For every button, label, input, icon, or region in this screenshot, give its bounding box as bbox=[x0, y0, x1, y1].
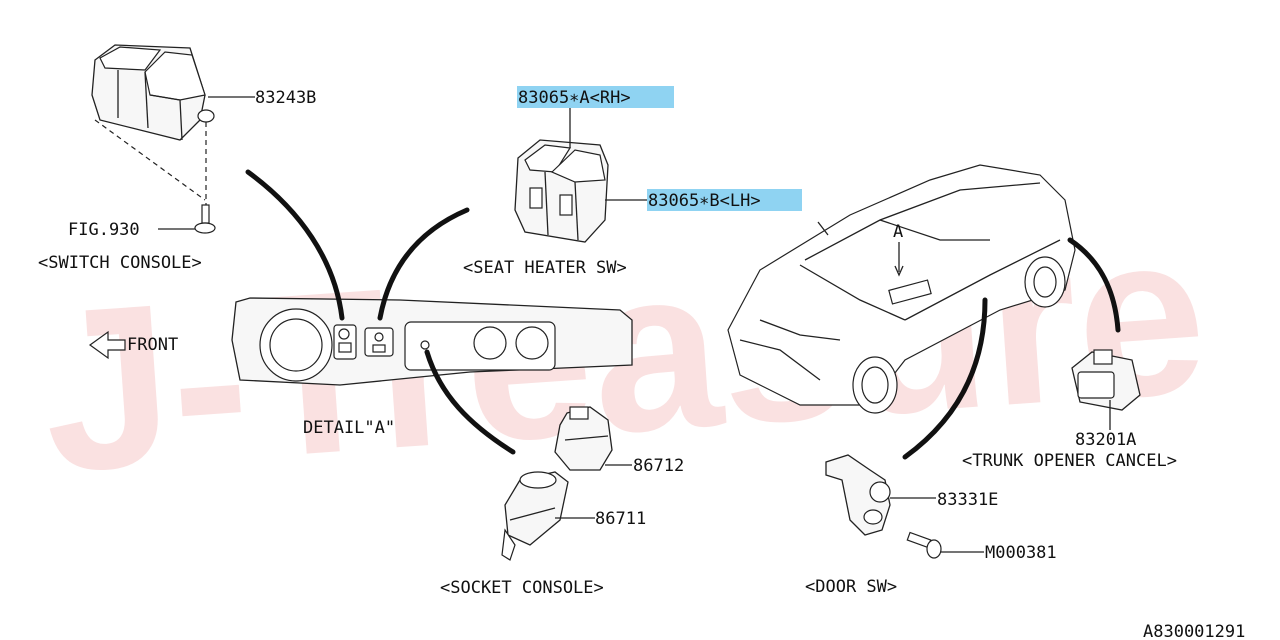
part-number-83065A-rh[interactable]: 83065∗A<RH> bbox=[518, 88, 631, 108]
screw-icon bbox=[194, 204, 216, 234]
door-switch-assembly bbox=[825, 454, 891, 536]
switch-console-assembly bbox=[91, 44, 216, 234]
part-number-M000381[interactable]: M000381 bbox=[985, 543, 1057, 563]
part-number-83243B[interactable]: 83243B bbox=[255, 88, 316, 108]
leader-door-switch bbox=[902, 297, 988, 460]
part-number-86712[interactable]: 86712 bbox=[633, 456, 684, 476]
leader-socket bbox=[424, 349, 516, 455]
highlight-seat-heater-lh bbox=[647, 189, 802, 211]
part-number-83065B-lh[interactable]: 83065∗B<LH> bbox=[648, 191, 761, 211]
center-console-detail bbox=[231, 297, 633, 386]
socket-body-86711 bbox=[501, 471, 569, 561]
front-label: FRONT bbox=[127, 335, 178, 355]
bolt-icon bbox=[906, 531, 942, 559]
highlight-seat-heater-rh bbox=[517, 86, 674, 108]
front-arrow-icon bbox=[88, 330, 126, 360]
car-view-marker-a: A bbox=[893, 222, 903, 242]
leader-trunk bbox=[1067, 237, 1121, 333]
leader-seat-heater bbox=[377, 207, 470, 321]
door-switch-title: <DOOR SW> bbox=[805, 577, 897, 597]
leader-switch-console bbox=[245, 169, 345, 321]
socket-console-title: <SOCKET CONSOLE> bbox=[440, 578, 604, 598]
seat-heater-title: <SEAT HEATER SW> bbox=[463, 258, 627, 278]
part-number-86711[interactable]: 86711 bbox=[595, 509, 646, 529]
part-number-83331E[interactable]: 83331E bbox=[937, 490, 998, 510]
trunk-opener-switch bbox=[1071, 349, 1141, 411]
diagram-id: A830001291 bbox=[1143, 622, 1245, 640]
part-number-83201A[interactable]: 83201A bbox=[1075, 430, 1136, 450]
fig-reference-930[interactable]: FIG.930 bbox=[68, 220, 140, 240]
trunk-opener-title: <TRUNK OPENER CANCEL> bbox=[962, 451, 1177, 471]
seat-heater-switch-assembly bbox=[514, 139, 609, 243]
socket-cover-86712 bbox=[554, 406, 613, 471]
detail-a-label: DETAIL"A" bbox=[303, 418, 395, 438]
switch-console-title: <SWITCH CONSOLE> bbox=[38, 253, 202, 273]
car-illustration bbox=[727, 164, 1076, 414]
